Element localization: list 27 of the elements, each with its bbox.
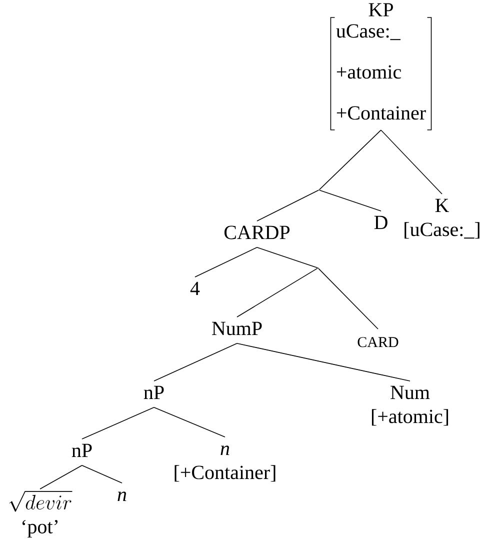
root-label: $\sqrt{devir}$ ‘pot’ xyxy=(9,491,72,538)
branch-line xyxy=(154,343,238,382)
head-label: n [+Container] xyxy=(174,446,276,482)
head-label: K [uCase:_] xyxy=(404,198,480,239)
node-label: nP xyxy=(144,386,164,399)
branch-line xyxy=(318,268,378,330)
node-label: CARDP xyxy=(224,226,290,240)
branch-line xyxy=(319,190,382,212)
branch-line xyxy=(236,268,318,318)
branch-line xyxy=(40,465,82,490)
node-label: D xyxy=(374,216,388,230)
node-label: n xyxy=(118,492,126,501)
branch-line xyxy=(82,465,122,484)
feature-matrix: KP uCase:_ +atomic +Container xyxy=(330,3,432,130)
branch-line xyxy=(256,190,319,222)
node-label: CARD xyxy=(358,337,398,348)
branch-line xyxy=(154,407,226,438)
branch-line xyxy=(319,130,382,190)
head-label: Num [+atomic] xyxy=(372,386,448,426)
node-label: nP xyxy=(72,444,92,457)
node-label: NumP xyxy=(212,322,262,336)
branch-line xyxy=(194,247,258,278)
branch-line xyxy=(236,343,410,382)
node-label: 4 xyxy=(190,282,200,295)
branch-line xyxy=(380,130,442,194)
branch-line xyxy=(256,247,318,268)
branch-line xyxy=(82,407,154,440)
